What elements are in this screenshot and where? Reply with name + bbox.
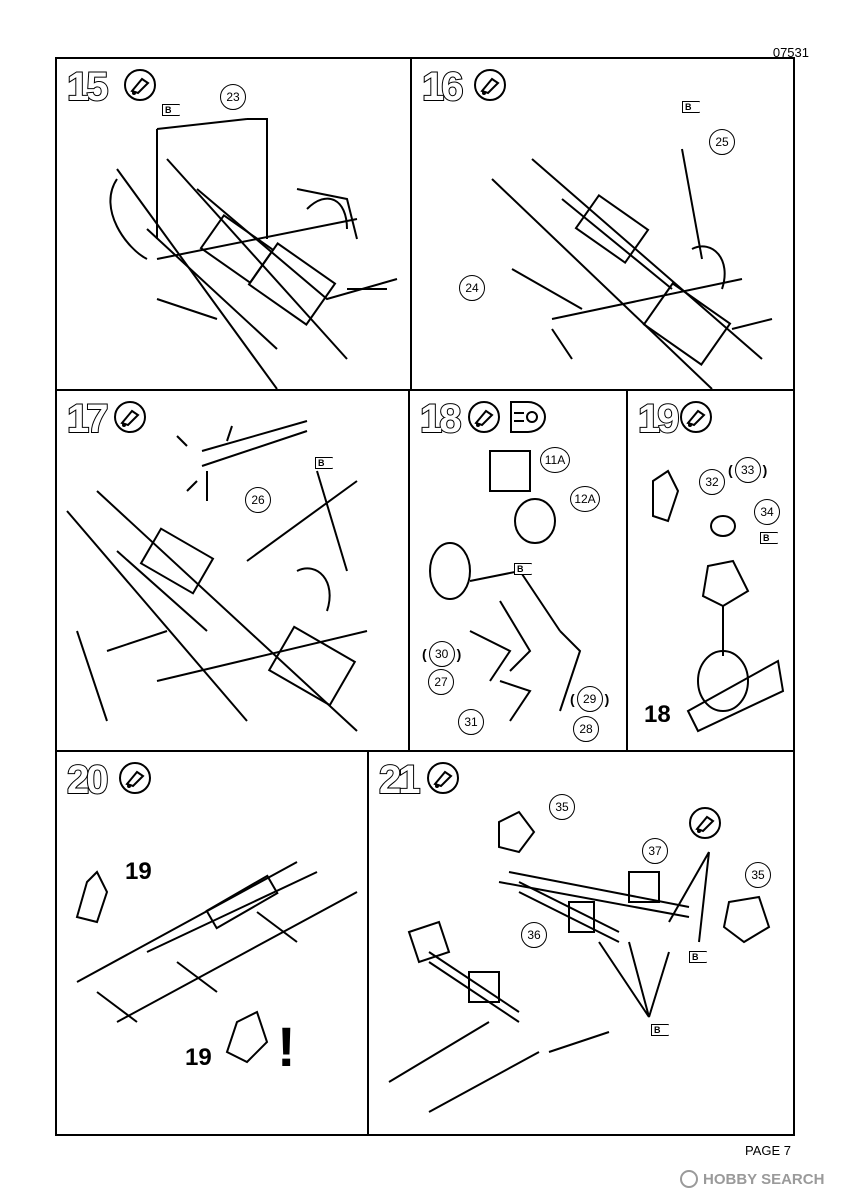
step-number: 19 <box>637 397 680 441</box>
step-19-panel: 19 32 (33) 34 B 18 <box>626 389 795 752</box>
step-number: 15 <box>66 65 109 109</box>
warning-exclamation: ! <box>277 1015 296 1078</box>
part-callout: 37 <box>642 838 668 864</box>
part-callout: 34 <box>754 499 780 525</box>
hobby-search-logo-icon <box>680 1170 698 1188</box>
part-callout: 35 <box>745 862 771 888</box>
glue-tube-icon <box>114 401 146 433</box>
step-ref-label: 19 <box>185 1044 212 1071</box>
part-callout: 25 <box>709 129 735 155</box>
glue-tube-icon <box>474 69 506 101</box>
step-number: 18 <box>419 397 462 441</box>
chassis-drawing <box>491 148 773 389</box>
part-callout: 36 <box>521 922 547 948</box>
glue-tube-icon <box>119 762 151 794</box>
step-number: 17 <box>66 397 109 441</box>
part-callout: 11A <box>540 447 570 473</box>
watermark: HOBBY SEARCH <box>680 1170 824 1188</box>
alt-part-callout: (33) <box>728 457 767 483</box>
step-15-panel: 15 B 23 <box>55 57 412 391</box>
decal-b-flag: B <box>760 532 778 544</box>
glue-tube-icon <box>124 69 156 101</box>
part-callout: 26 <box>245 487 271 513</box>
glue-tube-icon <box>680 401 712 433</box>
part-callout: 31 <box>458 709 484 735</box>
watermark-text: HOBBY SEARCH <box>703 1170 825 1188</box>
glue-tube-icon <box>468 401 500 433</box>
step-18-panel: 18 11A 12A B (30) 27 31 (29) 28 <box>408 389 628 752</box>
kit-code: 07531 <box>772 45 809 60</box>
part-callout: 35 <box>549 794 575 820</box>
chassis-drawing <box>109 118 398 389</box>
step-17-panel: 17 B 26 <box>55 389 410 752</box>
step-number: 20 <box>66 758 109 802</box>
part-callout: 32 <box>699 469 725 495</box>
chassis-drawing <box>75 861 358 1064</box>
part-callout: 27 <box>428 669 454 695</box>
parts-drawing <box>652 469 785 733</box>
step-20-panel: 20 19 19 ! <box>55 750 369 1136</box>
glue-tube-icon <box>427 762 459 794</box>
alt-part-callout: (29) <box>570 686 609 712</box>
step-21-panel: 21 35 37 35 36 B B <box>367 750 795 1136</box>
step-16-panel: 16 B 25 24 <box>410 57 795 391</box>
axle-drawing <box>388 810 771 1113</box>
step-number: 16 <box>421 65 464 109</box>
chassis-drawing <box>66 420 368 732</box>
step-ref-label: 19 <box>125 858 152 885</box>
step-ref-label: 18 <box>644 701 671 728</box>
step-number: 21 <box>378 758 421 802</box>
part-callout: 24 <box>459 275 485 301</box>
page-number: PAGE 7 <box>744 1143 791 1158</box>
part-callout: 23 <box>220 84 246 110</box>
parts-drawing <box>429 450 582 722</box>
glue-tube-icon <box>689 807 721 839</box>
alt-part-callout: (30) <box>422 641 461 667</box>
part-callout: 28 <box>573 716 599 742</box>
part-callout: 12A <box>570 486 600 512</box>
paint-roller-icon <box>510 401 546 433</box>
